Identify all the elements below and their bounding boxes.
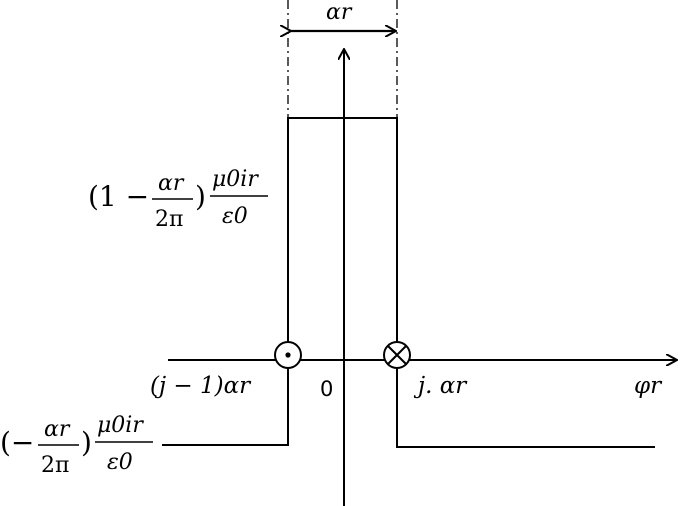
cross-stroke-2 (387, 345, 407, 365)
upper-coef-den: ε0 (222, 204, 248, 229)
axis-label: φr (634, 373, 663, 399)
lower-coef-num: μ0ir (97, 413, 144, 438)
lower-frac-num: αr (44, 417, 71, 442)
lower-frac-den: 2π (41, 453, 69, 478)
origin-label: 0 (320, 377, 333, 401)
upper-close: ) (195, 180, 206, 213)
lower-level-label: (− αr 2π ) μ0ir ε0 (0, 413, 153, 478)
upper-frac-num: αr (158, 171, 185, 196)
upper-open: (1 − (88, 180, 149, 213)
lower-close: ) (81, 426, 92, 459)
upper-level-label: (1 − αr 2π ) μ0ir ε0 (88, 167, 268, 232)
mmf-waveform (162, 117, 655, 448)
upper-frac-den: 2π (155, 207, 183, 232)
left-conductor-label: (j − 1)αr (150, 373, 252, 399)
width-label: αr (326, 0, 353, 25)
right-conductor-label: j. αr (413, 373, 468, 399)
lower-coef-den: ε0 (107, 450, 133, 475)
upper-coef-num: μ0ir (212, 167, 259, 192)
dot-conductor-center (285, 352, 291, 358)
lower-open: (− (0, 426, 34, 459)
